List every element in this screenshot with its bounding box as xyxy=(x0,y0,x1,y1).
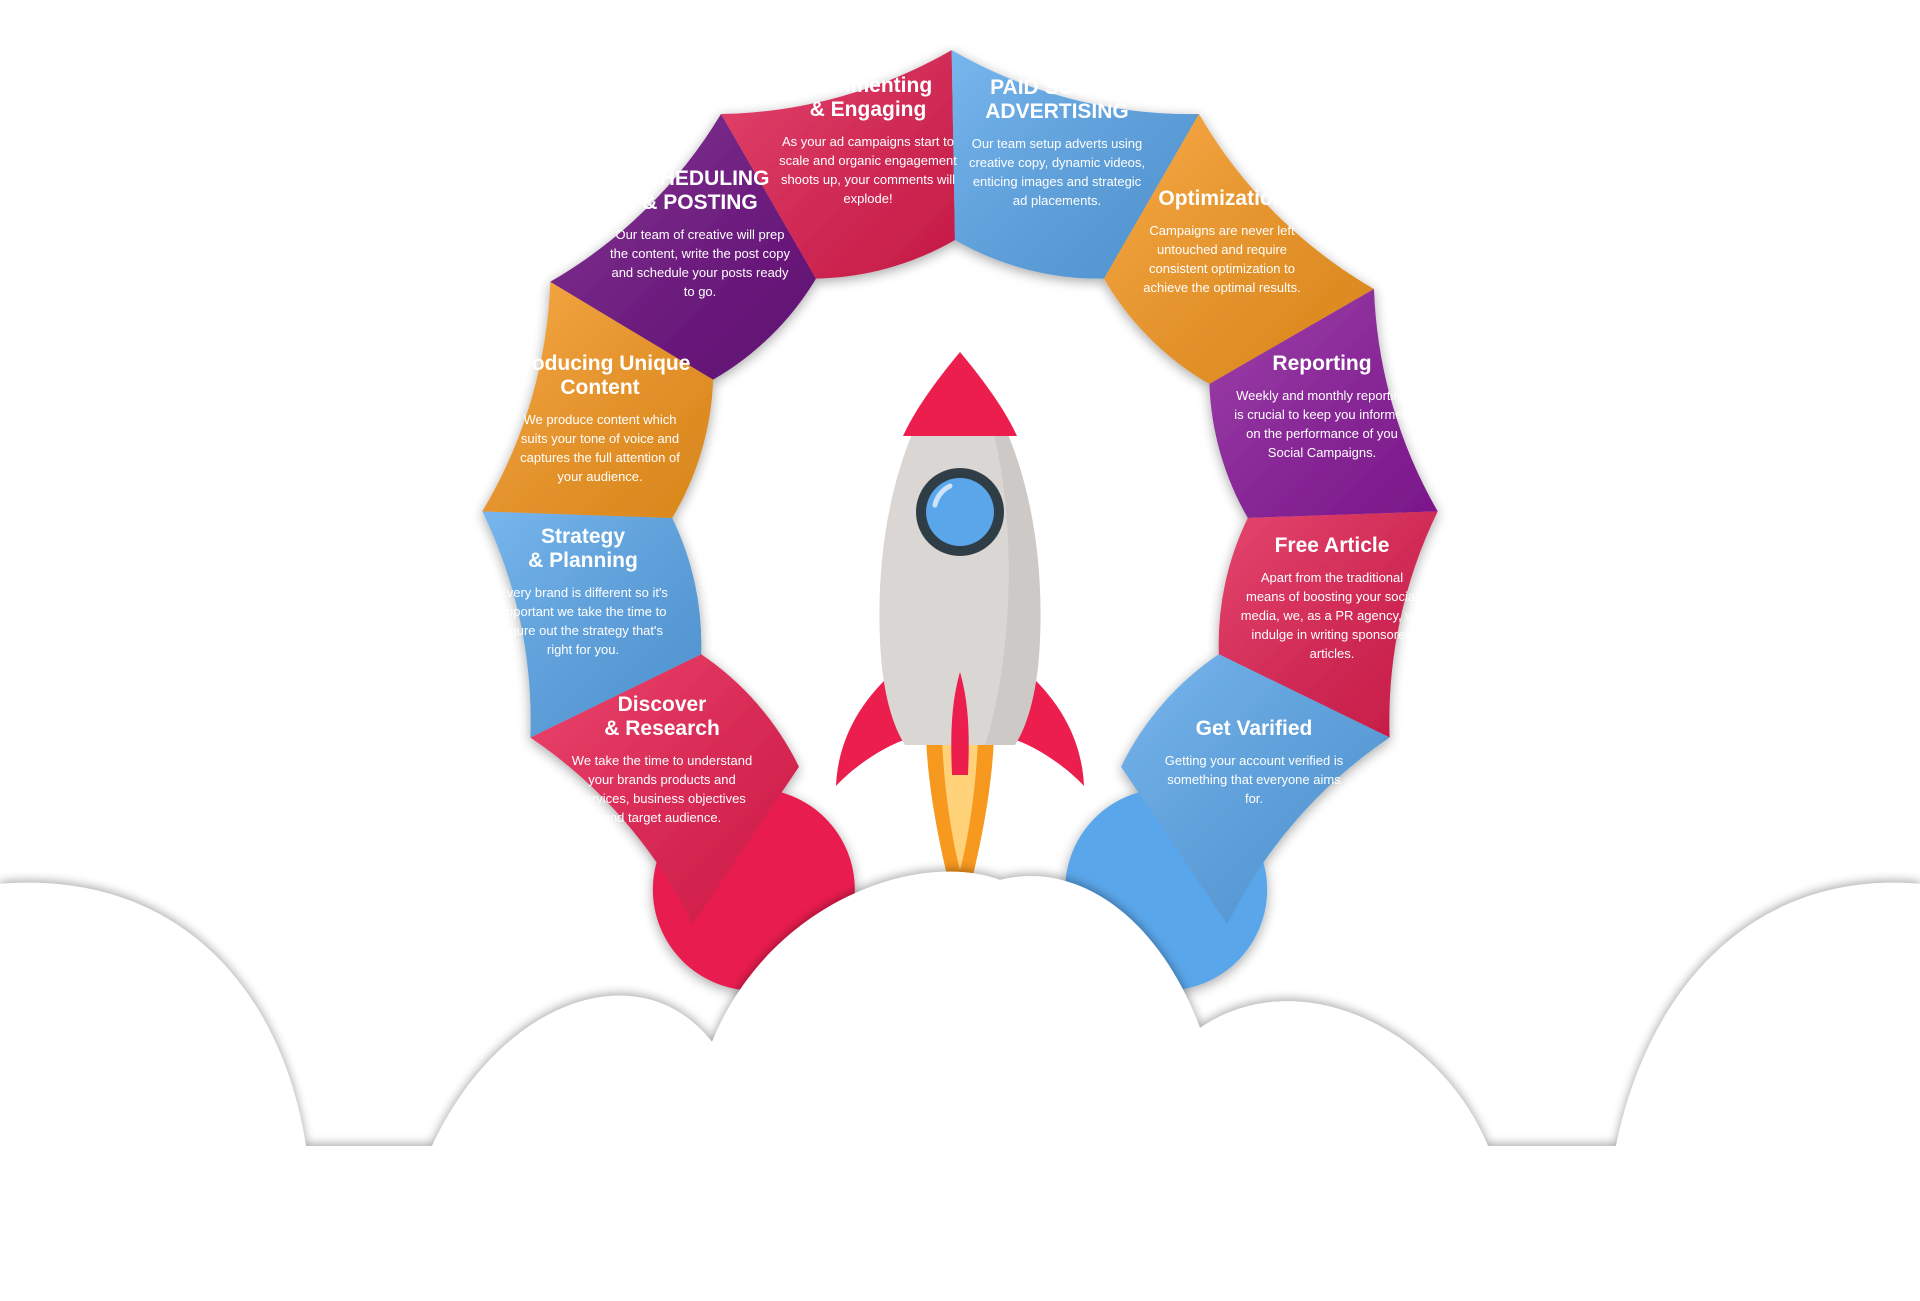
segment-sheen xyxy=(530,654,799,925)
segment-description: untouched and require xyxy=(1157,242,1287,257)
segment-description: your audience. xyxy=(557,469,642,484)
rocket xyxy=(836,352,1084,928)
segment-title: Commenting xyxy=(804,74,932,97)
segment-sheen xyxy=(482,281,714,518)
segment-title: & POSTING xyxy=(642,191,758,214)
segment-description: scale and organic engagement xyxy=(779,153,957,168)
segment-description: enticing images and strategic xyxy=(973,174,1142,189)
segment-description: something that everyone aims xyxy=(1167,772,1341,787)
segment-description: Our team setup adverts using xyxy=(972,136,1143,151)
segment-title: ADVERTISING xyxy=(985,100,1129,123)
segment-sheen xyxy=(951,50,1199,279)
segment-description: right for you. xyxy=(547,642,619,657)
segment-description: to go. xyxy=(684,284,717,299)
cloud-bank xyxy=(0,871,1920,1296)
segment-sheen xyxy=(1121,654,1390,925)
process-labels: Discover& Research We take the time to un… xyxy=(498,74,1423,825)
segment-description: and target audience. xyxy=(603,810,722,825)
segment-description: We produce content which xyxy=(524,412,677,427)
segment-label-scheduling-posting: SCHEDULING& POSTING Our team of creative … xyxy=(610,167,790,299)
segment-description: We take the time to understand xyxy=(572,753,752,768)
segment-sheen xyxy=(1209,289,1438,518)
segment-description: ad placements. xyxy=(1013,193,1101,208)
segment-title: & Planning xyxy=(528,549,638,572)
segment-description: the content, write the post copy xyxy=(610,246,790,261)
rocket-window-glare xyxy=(932,483,953,508)
rocket-center-fin xyxy=(951,672,969,775)
segment-description: on the performance of you xyxy=(1246,426,1398,441)
segment-description: figure out the strategy that's xyxy=(503,623,664,638)
segment-description: Getting your account verified is xyxy=(1165,753,1344,768)
segment-description: Weekly and monthly reporting xyxy=(1236,388,1408,403)
segment-title: Reporting xyxy=(1272,352,1371,375)
rocket-nose-cone xyxy=(903,352,1017,436)
segment-description: Our team of creative will prep xyxy=(615,227,784,242)
segment-description: indulge in writing sponsored xyxy=(1251,627,1412,642)
segment-title: SCHEDULING xyxy=(631,167,770,190)
rocket-flame-core xyxy=(942,738,978,870)
segment-label-commenting-engaging: Commenting& Engaging As your ad campaigns… xyxy=(779,74,957,206)
segment-title: Get Varified xyxy=(1196,717,1313,740)
segment-title: & Engaging xyxy=(810,98,927,121)
segment-sheen xyxy=(1218,511,1438,738)
segment-description: suits your tone of voice and xyxy=(521,431,679,446)
segment-description: and schedule your posts ready xyxy=(611,265,789,280)
segment-description: your brands products and xyxy=(588,772,735,787)
segment-description: captures the full attention of xyxy=(520,450,680,465)
segment-description: explode! xyxy=(843,191,892,206)
segment-description: Social Campaigns. xyxy=(1268,445,1376,460)
segment-title: Discover xyxy=(618,693,707,716)
segment-description: for. xyxy=(1245,791,1263,806)
rocket-body-shade xyxy=(960,352,1041,745)
segment-description: achieve the optimal results. xyxy=(1143,280,1301,295)
segment-description: articles. xyxy=(1310,646,1355,661)
segment-description: consistent optimization to xyxy=(1149,261,1295,276)
segment-description: services, business objectives xyxy=(578,791,746,806)
segment-description: means of boosting your social xyxy=(1246,589,1418,604)
segment-description: Every brand is different so it's xyxy=(498,585,668,600)
segment-title: Content xyxy=(560,376,639,399)
segment-title: PAID SOCIAL xyxy=(990,76,1124,99)
segment-title: Free Article xyxy=(1275,534,1390,557)
segment-description: media, we, as a PR agency, will xyxy=(1241,608,1424,623)
segment-sheen xyxy=(482,511,702,738)
rocket-window xyxy=(926,478,994,546)
segment-description: shoots up, your comments will xyxy=(781,172,955,187)
segment-title: Optimization xyxy=(1158,187,1285,210)
process-ring xyxy=(482,50,1438,991)
segment-description: Apart from the traditional xyxy=(1261,570,1403,585)
segment-sheen xyxy=(1104,114,1374,384)
segment-description: As your ad campaigns start to xyxy=(782,134,954,149)
segment-description: Campaigns are never left xyxy=(1149,223,1295,238)
segment-description: creative copy, dynamic videos, xyxy=(969,155,1145,170)
segment-label-discover-research: Discover& Research We take the time to un… xyxy=(572,693,752,825)
segment-description: important we take the time to xyxy=(500,604,667,619)
segment-title: Strategy xyxy=(541,525,625,548)
segment-sheen xyxy=(721,50,955,279)
segment-description: is crucial to keep you informed xyxy=(1234,407,1410,422)
segment-sheen xyxy=(550,114,816,380)
segment-title: & Research xyxy=(604,717,720,740)
segment-title: Producing Unique xyxy=(510,352,691,375)
